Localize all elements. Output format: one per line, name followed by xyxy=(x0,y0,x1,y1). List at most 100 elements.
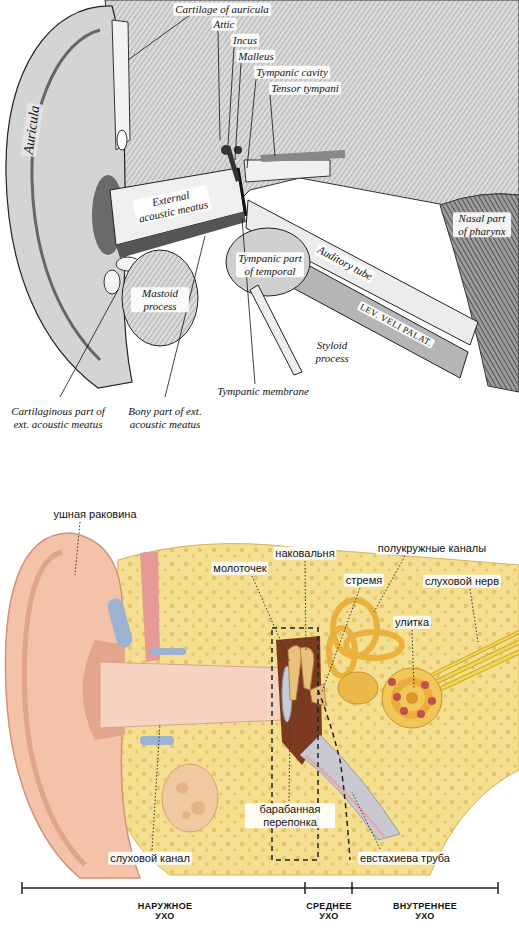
ear-canal xyxy=(100,662,284,728)
part-label: слуховой канал xyxy=(108,852,192,865)
part-label: Auricula xyxy=(20,103,43,158)
part-label: Tensor tympani xyxy=(269,82,341,95)
part-label: ушная раковина xyxy=(52,508,139,521)
cartilage xyxy=(150,648,186,655)
auricle-cartilage-end xyxy=(117,130,127,150)
leader-line xyxy=(228,47,234,145)
region-axis xyxy=(22,882,498,894)
axis-line xyxy=(22,887,498,889)
nerve-fiber xyxy=(434,652,519,692)
leader-line xyxy=(152,724,160,850)
nerve-fiber xyxy=(432,642,519,684)
part-label: наковальня xyxy=(273,547,336,560)
region-label: НАРУЖНОЕ УХО xyxy=(128,901,202,922)
part-label: улитка xyxy=(393,616,431,629)
inner-ear-boundary xyxy=(318,690,350,860)
auricle-fold xyxy=(32,30,100,360)
part-label: Incus xyxy=(231,34,259,47)
axis-tick xyxy=(304,882,306,894)
cartilage xyxy=(140,736,174,745)
part-label: евстахиева труба xyxy=(358,852,452,865)
auditory-nerve xyxy=(430,632,519,692)
mastoid-cell xyxy=(176,782,188,794)
nerve-fiber xyxy=(430,632,519,676)
leader-line xyxy=(289,726,290,801)
part-label: External acoustic meatus xyxy=(132,185,212,226)
auricle-fold xyxy=(24,552,85,865)
mastoid-cell xyxy=(191,801,205,815)
leader-line xyxy=(322,588,360,692)
cochlea xyxy=(406,692,418,704)
mastoid-cells xyxy=(162,764,218,832)
cochlea-dot xyxy=(400,707,408,715)
tensor-tympani xyxy=(260,150,345,162)
leader-line xyxy=(218,31,220,140)
leader-line xyxy=(242,218,255,384)
vestibule xyxy=(338,672,378,704)
eardrum xyxy=(238,168,246,216)
part-label: молоточек xyxy=(211,562,268,575)
leader-line xyxy=(247,79,256,168)
styloid xyxy=(250,285,302,375)
part-label: барабанная перепонка xyxy=(245,803,335,828)
leader-lines xyxy=(60,15,275,397)
part-label: Bony part of ext. acoustic meatus xyxy=(120,405,210,430)
part-label: Styloid process xyxy=(302,339,362,364)
cochlea-dot xyxy=(393,693,401,701)
part-label: Nasal part of pharynx xyxy=(453,212,511,237)
part-label: Tympanic cavity xyxy=(254,66,330,79)
part-label: полукружные каналы xyxy=(376,542,488,555)
color-figure xyxy=(5,533,519,878)
nerve-fiber xyxy=(432,642,519,684)
leader-line xyxy=(470,589,478,642)
leader-line xyxy=(60,290,118,397)
mastoid xyxy=(122,250,198,346)
cochlea xyxy=(399,685,425,711)
cochlea-dot xyxy=(417,710,425,718)
part-label: Cartilage of auricula xyxy=(173,3,271,16)
part-label: Attic xyxy=(212,18,237,31)
semicircular-canal xyxy=(329,628,355,676)
nerve-fiber xyxy=(430,632,519,676)
part-label: Malleus xyxy=(236,50,275,63)
axis-tick xyxy=(21,882,23,894)
leader-line xyxy=(352,792,380,849)
part-label: Tympanic membrane xyxy=(215,385,311,398)
cochlea-dot xyxy=(421,681,429,689)
leader-line xyxy=(75,522,80,575)
leader-line xyxy=(305,561,306,650)
auricle-cartilage xyxy=(112,20,130,150)
region-label: ВНУТРЕННЕЕ УХО xyxy=(383,901,467,922)
tympanic-cavity xyxy=(244,160,330,182)
axis-tick xyxy=(497,882,499,894)
part-label: Cartilaginous part of ext. acoustic meat… xyxy=(6,405,110,430)
part-label: Tympanic part of temporal xyxy=(236,252,304,277)
part-label: Mastoid process xyxy=(131,287,189,312)
part-label: LEV. VELI PALAT. xyxy=(356,301,435,350)
cochlea xyxy=(391,677,433,719)
part-label: слуховой нерв xyxy=(423,575,501,588)
cartilage xyxy=(106,597,134,649)
leader-lines xyxy=(75,522,478,850)
leader-line xyxy=(412,630,414,688)
part-label: Auditory tube xyxy=(314,242,377,283)
leader-line xyxy=(235,63,241,160)
leader-line xyxy=(128,15,190,60)
cochlea-dot xyxy=(428,697,436,705)
malleus xyxy=(288,645,302,700)
leader-line xyxy=(252,576,290,662)
leader-line xyxy=(165,236,205,397)
cochlea xyxy=(382,668,442,728)
nerve-fiber xyxy=(434,652,519,692)
axis-tick xyxy=(351,882,353,894)
part-label: стремя xyxy=(344,574,384,587)
tympanic-part xyxy=(226,228,310,296)
engraving xyxy=(6,0,519,392)
region-label: СРЕДНЕЕ УХО xyxy=(302,901,356,922)
skin-strip xyxy=(140,552,160,662)
mastoid-cell xyxy=(182,811,190,819)
cochlea-dot xyxy=(388,678,396,686)
